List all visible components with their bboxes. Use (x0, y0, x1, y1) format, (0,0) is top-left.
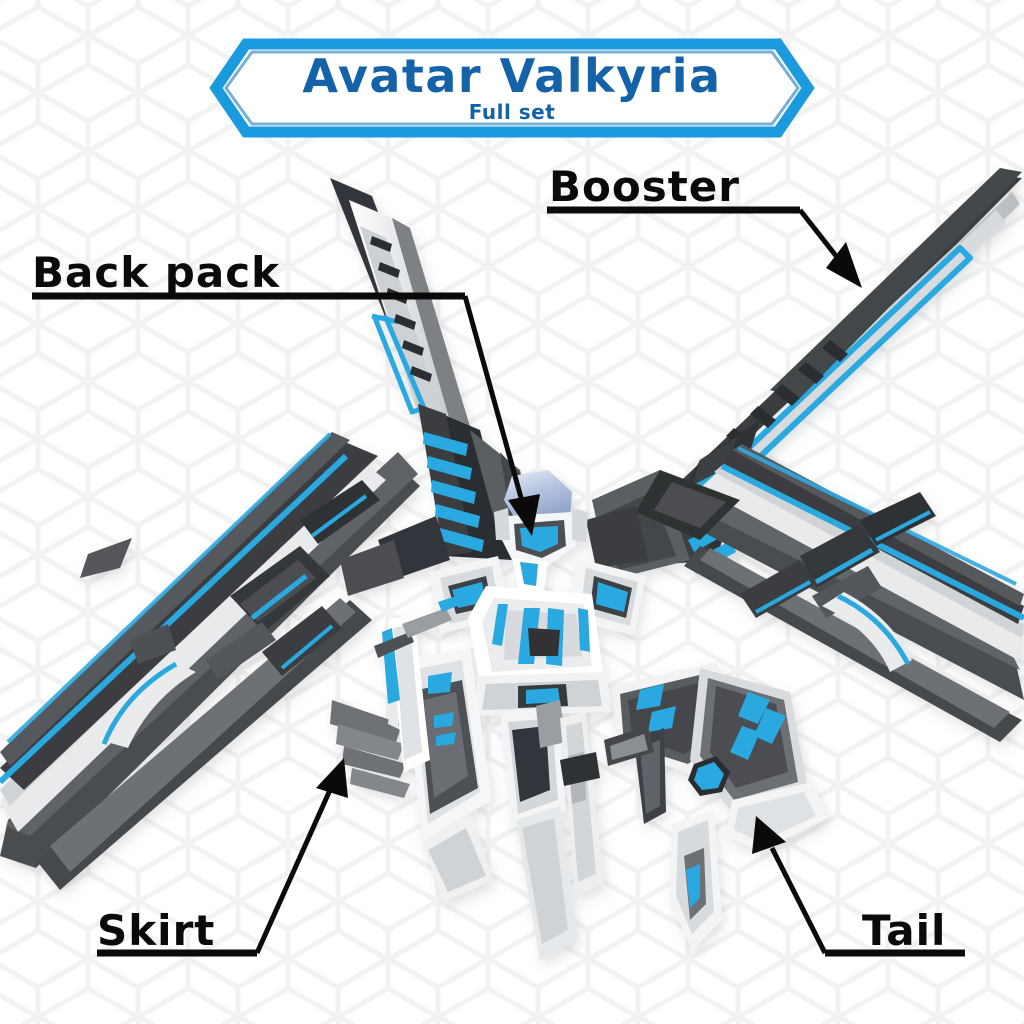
poster-subtitle: Full set (469, 100, 556, 124)
wing-lower-left (0, 432, 420, 890)
mech-body (430, 470, 646, 716)
callout-leader-skirt (254, 788, 333, 955)
bottom-fins (560, 726, 654, 786)
wing-upper-left (330, 178, 540, 560)
callout-skirt[interactable]: Skirt (97, 758, 348, 957)
callout-leader-tail (769, 846, 828, 955)
callout-label-skirt: Skirt (97, 906, 215, 955)
title-banner-plate: Avatar Valkyria Full set (209, 38, 815, 138)
back-spikes (340, 470, 740, 596)
callout-arrowhead-booster (826, 242, 862, 288)
callout-leader-back-pack (462, 295, 528, 513)
poster-title: Avatar Valkyria (302, 49, 721, 103)
mech-head (494, 470, 588, 592)
callout-label-back-pack: Back pack (32, 248, 280, 297)
callout-arrowhead-skirt (316, 758, 348, 798)
callout-tail[interactable]: Tail (752, 816, 965, 957)
callout-arrowhead-back-pack (508, 494, 540, 536)
title-banner-inner (224, 50, 800, 126)
center-lower (500, 700, 604, 960)
callout-label-tail: Tail (862, 906, 946, 955)
callout-label-booster: Booster (549, 162, 740, 211)
left-antenna (374, 592, 472, 658)
callout-booster[interactable]: Booster (547, 162, 862, 288)
skirt-armor (330, 614, 494, 902)
wing-lower-right (676, 444, 1024, 742)
callout-back-pack[interactable]: Back pack (32, 248, 540, 536)
callout-arrowhead-tail (752, 816, 786, 854)
tail-assembly (612, 662, 828, 950)
